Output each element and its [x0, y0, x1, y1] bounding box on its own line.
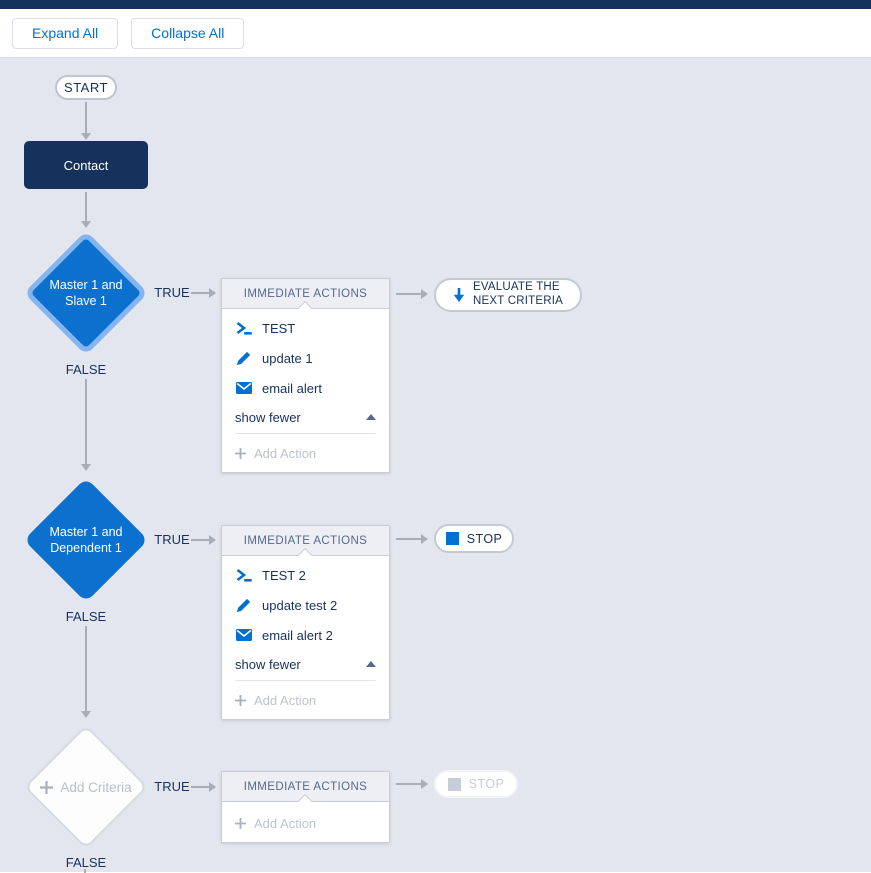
connector-arrow	[191, 533, 216, 547]
pencil-icon	[235, 598, 252, 613]
terminal-icon	[235, 568, 252, 582]
start-label: START	[64, 80, 108, 95]
connector-arrow	[396, 532, 428, 546]
stop-square-icon	[445, 532, 459, 545]
plus-icon	[235, 694, 246, 706]
email-icon	[235, 382, 252, 394]
panel-divider	[235, 433, 376, 434]
connector-arrow	[80, 626, 92, 718]
action-item[interactable]: TEST	[235, 313, 376, 343]
true-branch-label: TRUE	[154, 532, 190, 547]
action-label: update test 2	[262, 597, 338, 613]
connector-arrow	[396, 777, 428, 791]
collapse-arrow-icon	[366, 414, 376, 420]
immediate-actions-panel: TEST update 1 email alert show fewer	[222, 300, 389, 472]
immediate-actions-box-2: IMMEDIATE ACTIONS TEST 2 update test 2	[221, 525, 390, 720]
immediate-actions-box-3: IMMEDIATE ACTIONS Add Action	[221, 771, 390, 843]
start-node: START	[55, 75, 117, 100]
add-action-button[interactable]: Add Action	[235, 436, 376, 470]
connector-arrow	[80, 379, 92, 471]
action-item[interactable]: update 1	[235, 343, 376, 373]
stop-label: STOP	[466, 531, 503, 546]
criteria-diamond-1[interactable]	[23, 230, 149, 356]
add-action-button[interactable]: Add Action	[235, 683, 376, 717]
action-label: email alert	[262, 380, 322, 396]
evaluate-next-criteria-node: EVALUATE THE NEXT CRITERIA	[434, 278, 582, 312]
action-item[interactable]: update test 2	[235, 590, 376, 620]
connector-arrow	[191, 780, 216, 794]
entity-label: Contact	[63, 157, 109, 173]
email-icon	[235, 629, 252, 641]
collapse-arrow-icon	[366, 661, 376, 667]
false-branch-label: FALSE	[65, 855, 107, 870]
top-navigation-bar	[0, 0, 871, 9]
true-branch-label: TRUE	[154, 285, 190, 300]
stop-square-icon	[447, 777, 461, 791]
connector-arrow	[80, 192, 92, 228]
connector-arrow	[80, 102, 92, 140]
connector-arrow	[191, 286, 216, 300]
expand-all-button[interactable]: Expand All	[12, 17, 119, 49]
collapse-all-button[interactable]: Collapse All	[131, 17, 245, 49]
stop-node: STOP	[434, 524, 514, 553]
terminal-icon	[235, 321, 252, 335]
add-action-button[interactable]: Add Action	[235, 806, 376, 840]
action-item[interactable]: TEST 2	[235, 560, 376, 590]
plus-icon	[235, 817, 246, 829]
panel-divider	[235, 680, 376, 681]
action-label: update 1	[262, 350, 313, 366]
workflow-canvas: START Contact Master 1 and Slave 1 TRUE …	[0, 57, 871, 873]
show-fewer-toggle[interactable]: show fewer	[235, 650, 376, 678]
action-label: TEST 2	[262, 567, 306, 583]
immediate-actions-panel: Add Action	[222, 793, 389, 842]
down-arrow-icon	[453, 287, 465, 303]
plus-icon	[40, 780, 54, 794]
action-item[interactable]: email alert	[235, 373, 376, 403]
false-branch-label: FALSE	[65, 362, 107, 377]
immediate-actions-box-1: IMMEDIATE ACTIONS TEST update 1 email	[221, 278, 390, 473]
action-label: TEST	[262, 320, 296, 336]
connector-arrow	[84, 869, 86, 873]
immediate-actions-panel: TEST 2 update test 2 email alert 2 show …	[222, 547, 389, 719]
evaluate-label: EVALUATE THE NEXT CRITERIA	[473, 281, 563, 307]
add-criteria-label: Add Criteria	[6, 743, 166, 831]
stop-label: STOP	[468, 777, 505, 791]
entity-node-contact: Contact	[24, 141, 148, 189]
connector-arrow	[396, 287, 428, 301]
criteria-diamond-2[interactable]	[23, 477, 149, 603]
plus-icon	[235, 447, 246, 459]
true-branch-label: TRUE	[154, 779, 190, 794]
show-fewer-toggle[interactable]: show fewer	[235, 403, 376, 431]
false-branch-label: FALSE	[65, 609, 107, 624]
action-item[interactable]: email alert 2	[235, 620, 376, 650]
action-label: email alert 2	[262, 627, 333, 643]
stop-node-disabled: STOP	[434, 770, 518, 798]
pencil-icon	[235, 351, 252, 366]
diagram-toolbar: Expand All Collapse All	[0, 9, 871, 57]
